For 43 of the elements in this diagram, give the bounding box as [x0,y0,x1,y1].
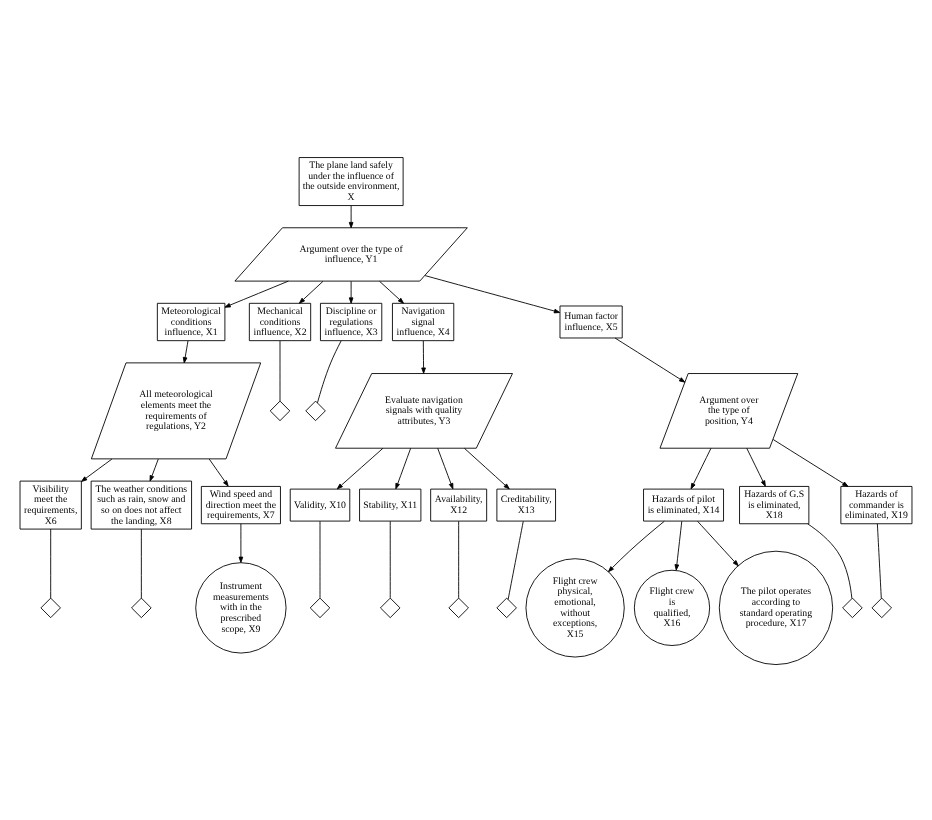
arrow [463,446,510,489]
arrow [336,446,384,489]
connector [50,527,52,598]
arrow [614,336,686,382]
arrow [182,339,189,363]
arrow [424,274,561,313]
connector [317,339,342,403]
node-diamond [448,596,469,618]
connector [140,527,142,598]
arrow [348,279,354,303]
connector [279,339,281,401]
node-diamond [131,596,152,618]
arrow [379,279,404,303]
connector [876,522,882,598]
arrow [208,457,229,486]
arrow [238,522,244,562]
connector [319,519,321,598]
arrow [690,446,712,489]
node-diamond [305,399,326,421]
arrow [607,519,665,572]
arrow [697,519,739,566]
node-diamond [871,596,892,618]
connector [807,522,853,598]
arrow [348,204,354,228]
node-diamond [269,399,291,421]
arrow [224,279,289,307]
arrow [746,446,766,486]
arrow [421,339,426,373]
connector [389,519,391,598]
connector [507,519,524,599]
arrow [772,438,849,486]
node-diamond [309,596,331,618]
node-diamond [496,596,517,618]
node-diamond [842,596,863,618]
arrow [298,279,324,303]
arrow [149,457,159,481]
arrow [437,446,454,489]
node-diamond [380,596,401,618]
node-diamond [40,596,61,618]
arrow [81,457,113,481]
arrow [674,519,683,570]
arrow [395,446,412,489]
connector [458,519,460,598]
